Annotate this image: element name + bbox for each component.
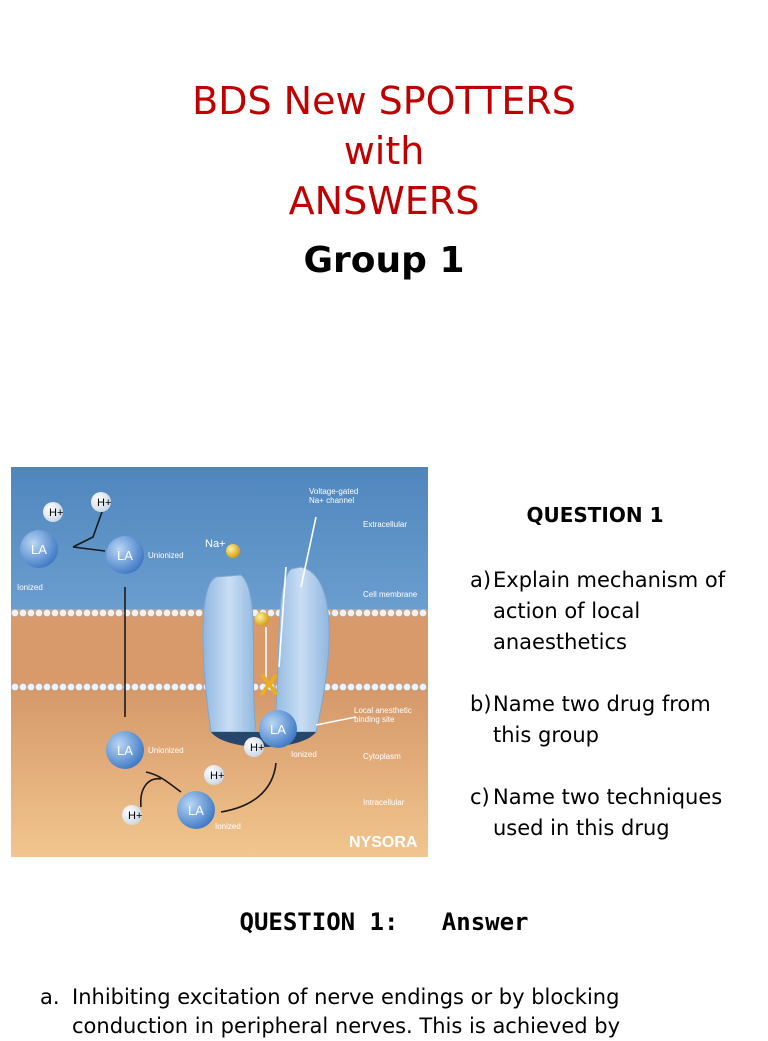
title-line-1: BDS New SPOTTERS [192, 79, 576, 123]
sodium-ion-channel [255, 612, 269, 626]
la-label: LA [117, 548, 133, 563]
answer-item-a: a. Inhibiting excitation of nerve ending… [40, 983, 740, 1041]
hydrogen-ion: H+ [244, 737, 264, 757]
block-mark: X [259, 669, 279, 702]
hydrogen-ion: H+ [91, 492, 111, 512]
hydrogen-ion: H+ [122, 805, 142, 825]
document-title: BDS New SPOTTERS with ANSWERS [0, 76, 768, 226]
figure-label: Intracellular [363, 798, 405, 807]
figure-label: Unionized [148, 746, 184, 755]
question-line: Explain mechanism of [493, 568, 726, 592]
la-label: LA [270, 722, 286, 737]
question-line: action of local [493, 599, 641, 623]
question-line: Name two techniques [493, 785, 723, 809]
la-unionized-bottom: LA [106, 731, 144, 769]
svg-text:H+: H+ [128, 810, 142, 822]
question-list: a) Explain mechanism of action of local … [470, 565, 760, 875]
answer-title: QUESTION 1: Answer [239, 908, 529, 936]
svg-text:H+: H+ [97, 497, 111, 509]
la-ionized-top: LA [20, 530, 58, 568]
la-label: LA [117, 743, 133, 758]
question-marker: b) [470, 692, 492, 716]
la-label: LA [188, 803, 204, 818]
question-title: QUESTION 1 [526, 503, 664, 527]
figure-label: Na+ channel [309, 496, 354, 505]
question-marker: c) [470, 785, 490, 809]
la-bound: LA [259, 710, 297, 748]
figure-label: Ionized [291, 750, 317, 759]
group-heading: Group 1 [303, 240, 465, 281]
figure-label: Cytoplasm [363, 752, 401, 761]
figure-label: binding site [354, 715, 395, 724]
question-item-a: a) Explain mechanism of action of local … [470, 565, 760, 658]
figure-label: Voltage-gated [309, 487, 358, 496]
hydrogen-ion: H+ [43, 502, 63, 522]
la-unionized-top: LA [106, 536, 144, 574]
hydrogen-ion: H+ [204, 765, 224, 785]
question-item-c: c) Name two techniques used in this drug [470, 782, 760, 844]
question-marker: a) [470, 568, 492, 592]
figure-label: Ionized [215, 822, 241, 831]
nysora-logo: NYSORA [349, 834, 418, 851]
svg-text:H+: H+ [49, 507, 63, 519]
arrow-h-join [140, 777, 162, 808]
question-line: anaesthetics [493, 630, 627, 654]
figure-label: Local anesthetic [354, 706, 412, 715]
local-anesthetic-diagram: LA LA LA LA LA H+ H+ H+ H+ H+ X Ionized Unio… [11, 467, 428, 857]
answer-line: Inhibiting excitation of nerve endings o… [72, 985, 620, 1009]
figure-label: Unionized [148, 551, 184, 560]
svg-text:H+: H+ [250, 742, 264, 754]
arrow-ionize-up [72, 508, 104, 548]
question-line: Name two drug from [493, 692, 711, 716]
la-ionized-bottom: LA [177, 791, 215, 829]
svg-text:H+: H+ [210, 770, 224, 782]
sodium-ion-outside [226, 544, 240, 558]
answer-line: conduction in peripheral nerves. This is… [72, 1014, 621, 1038]
arrow-to-binding [220, 762, 277, 813]
title-line-2: with [343, 129, 425, 173]
question-line: used in this drug [493, 816, 670, 840]
figure-label: Cell membrane [363, 590, 418, 599]
figure-label: Ionized [17, 583, 43, 592]
figure-label: Extracellular [363, 520, 407, 529]
question-line: this group [493, 723, 599, 747]
sodium-label: Na+ [205, 538, 226, 550]
arrow-to-unionized [72, 546, 106, 552]
title-line-3: ANSWERS [288, 179, 480, 223]
la-label: LA [31, 542, 47, 557]
answer-marker: a. [40, 985, 60, 1009]
question-item-b: b) Name two drug from this group [470, 689, 760, 751]
arrow-to-ionized [145, 771, 182, 793]
